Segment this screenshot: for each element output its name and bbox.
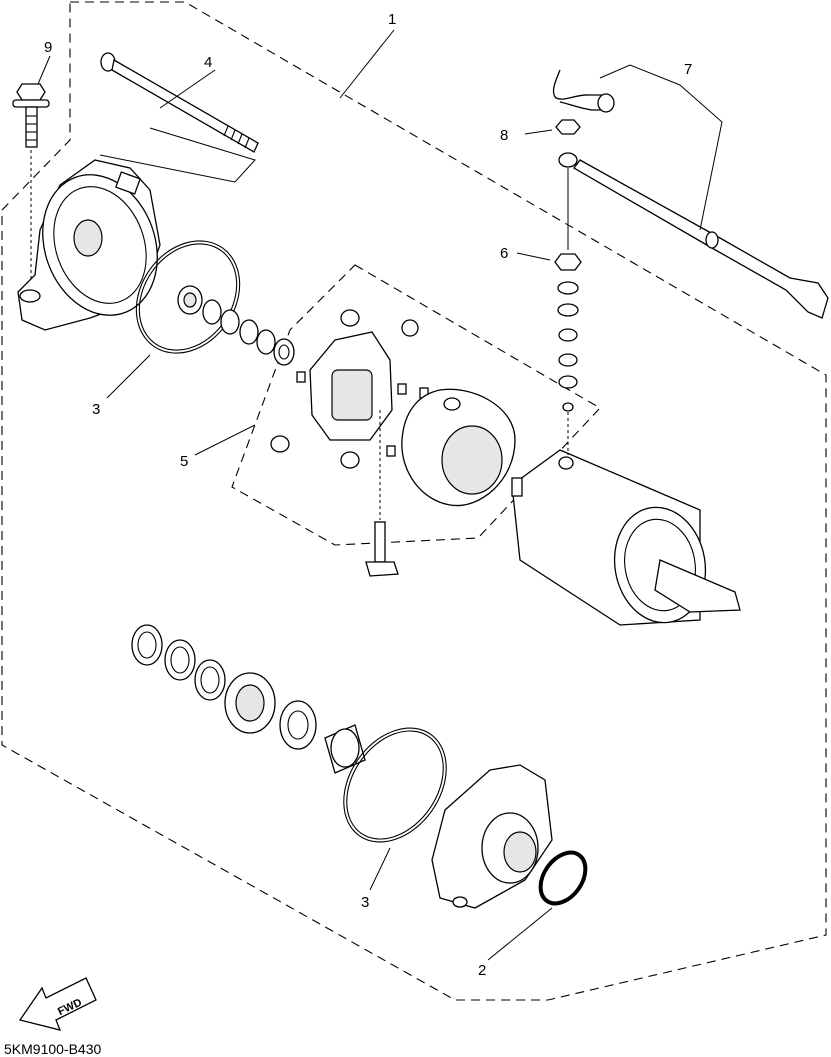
starter-cable-7 [552, 69, 829, 319]
callout-7: 7 [684, 61, 692, 78]
brush-holder-boundary [231, 264, 601, 546]
washer-stack-lower [131, 624, 366, 774]
callout-4: 4 [204, 54, 212, 71]
fwd-arrow: FWD [18, 977, 97, 1031]
callout-6: 6 [500, 245, 508, 262]
bolt-9 [12, 83, 50, 290]
brush-screw [365, 410, 399, 577]
o-ring-2 [538, 850, 588, 906]
rear-cover [17, 159, 161, 331]
yoke-ring [401, 388, 516, 507]
brush-holder-plate [270, 309, 429, 469]
armature-body [511, 449, 741, 626]
callout-3-lower: 3 [361, 894, 369, 911]
washer-stack-upper [177, 285, 295, 366]
leader-lines [37, 29, 723, 961]
callout-1: 1 [388, 11, 396, 28]
o-ring-lower [343, 727, 447, 843]
assembly-boundary [1, 1, 827, 1001]
drawing-code: 5KM9100-B430 [4, 1041, 102, 1057]
callout-8: 8 [500, 127, 508, 144]
callout-9: 9 [44, 39, 52, 56]
callout-3-upper: 3 [92, 401, 100, 418]
front-cover [431, 764, 553, 909]
through-bolt-4 [99, 52, 259, 183]
o-ring-lower-inner [346, 730, 444, 840]
callout-2: 2 [478, 962, 486, 979]
terminal-stack [554, 119, 582, 455]
callout-5: 5 [180, 453, 188, 470]
